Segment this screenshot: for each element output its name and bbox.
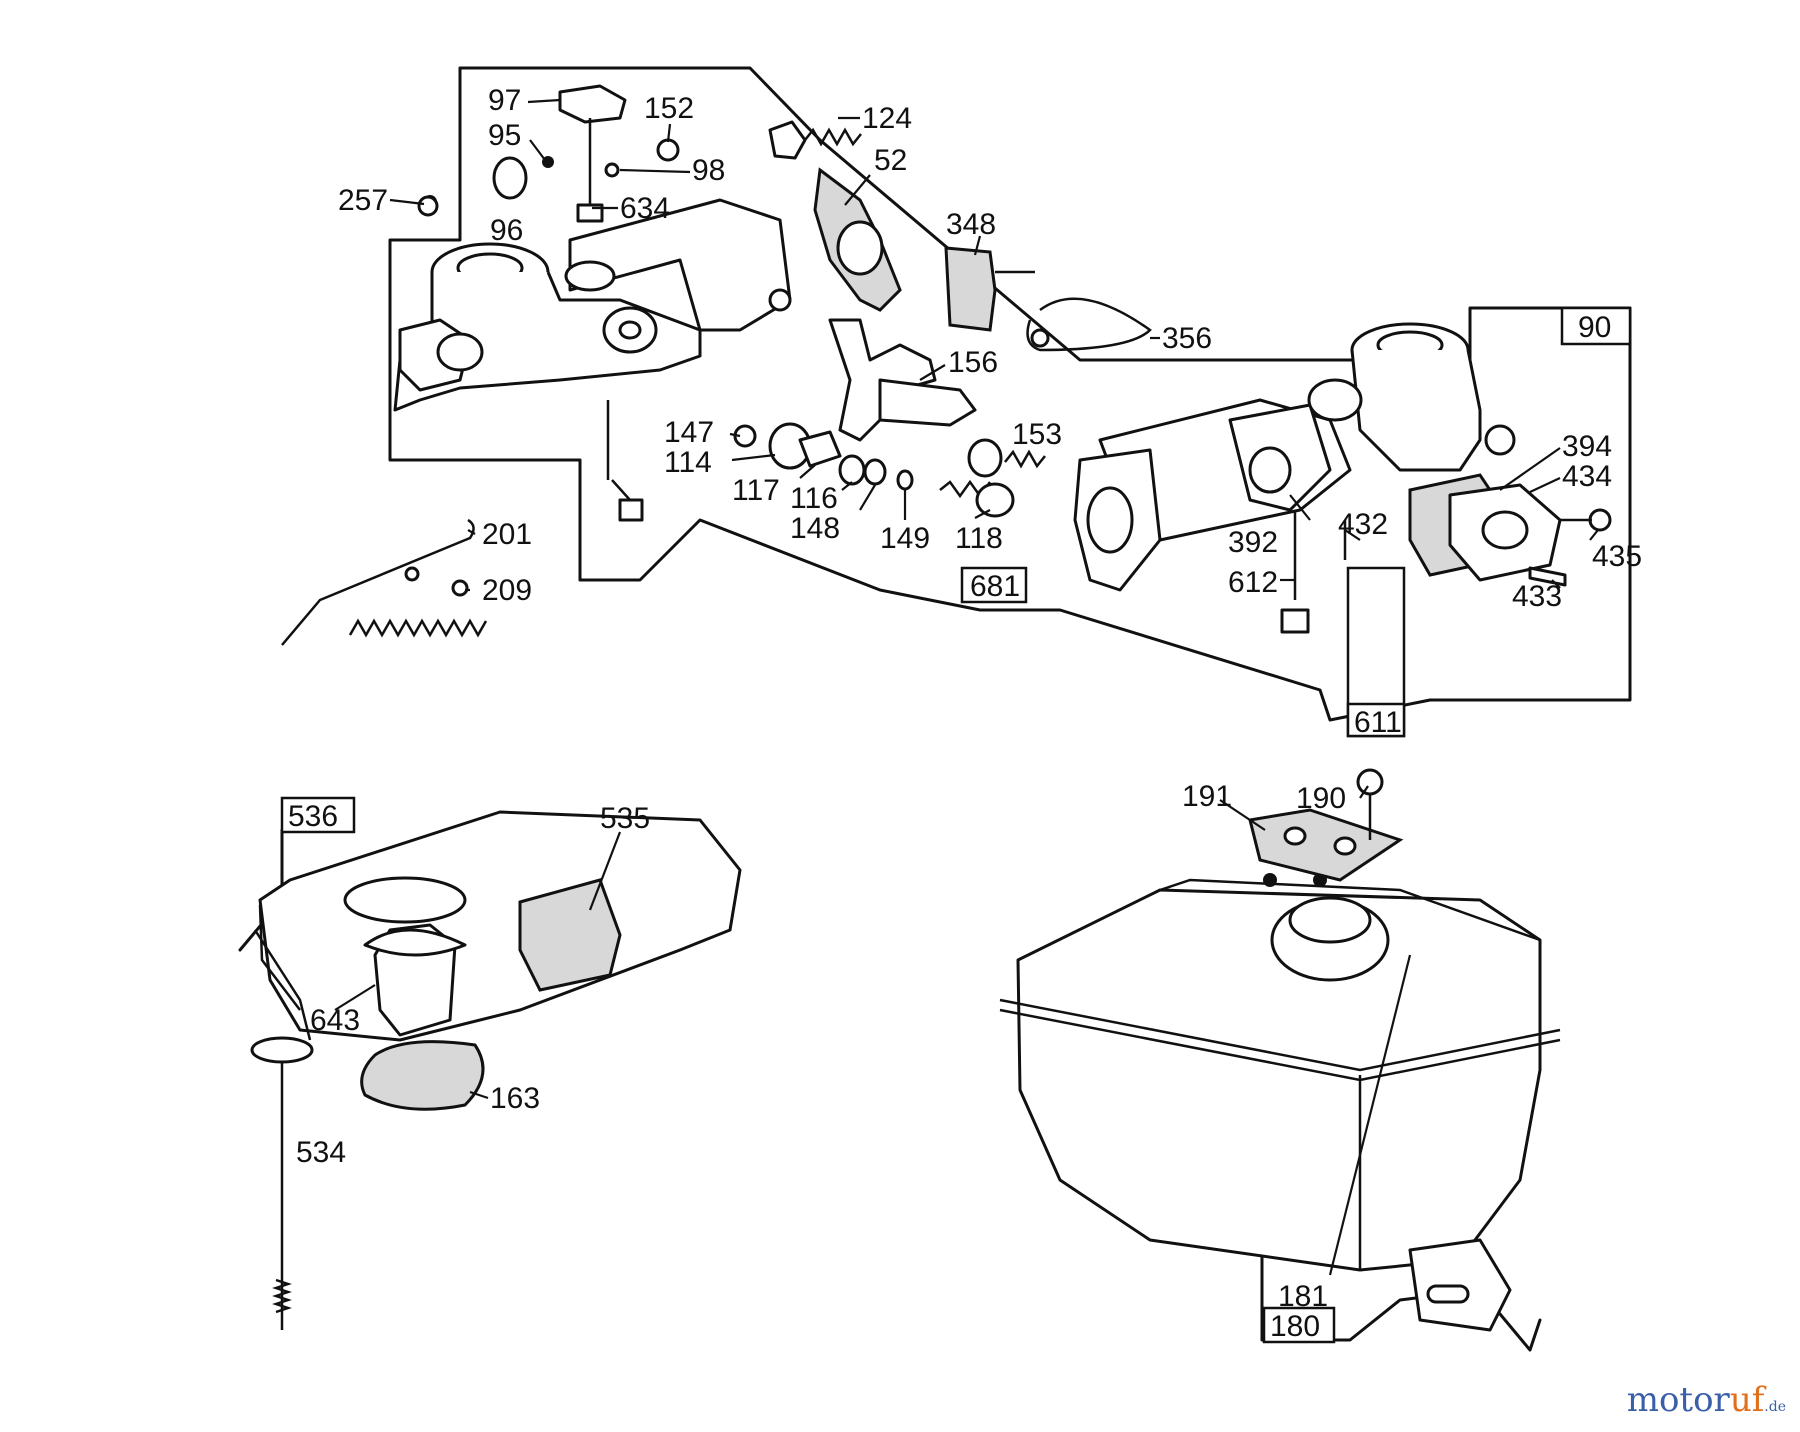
box-90: 90 — [1560, 306, 1632, 346]
label-147: 147 — [664, 416, 714, 449]
box-536: 536 — [280, 796, 356, 834]
label-209: 209 — [482, 574, 532, 607]
diaphragm-and-cover — [1408, 473, 1612, 587]
box-681: 681 — [960, 566, 1028, 604]
label-392: 392 — [1228, 526, 1278, 559]
label-118: 118 — [955, 522, 1003, 555]
box-611: 611 — [1346, 566, 1406, 739]
label-432: 432 — [1338, 508, 1388, 541]
label-191: 191 — [1182, 780, 1232, 813]
label-435: 435 — [1592, 540, 1642, 573]
label-117: 117 — [732, 474, 780, 507]
label-98: 98 — [692, 154, 725, 187]
governor-link — [1026, 297, 1152, 352]
label-97: 97 — [488, 84, 521, 117]
label-96: 96 — [490, 214, 523, 247]
label-152: 152 — [644, 92, 694, 125]
label-434: 434 — [1562, 460, 1612, 493]
label-149: 149 — [880, 522, 930, 555]
throttle-stop-screw — [768, 120, 862, 160]
svg-text:180: 180 — [1270, 1310, 1320, 1343]
label-535: 535 — [600, 802, 650, 835]
label-156: 156 — [948, 346, 998, 379]
svg-text:611: 611 — [1354, 706, 1402, 739]
boxed-labels: 90 681 611 536 180 — [280, 306, 1632, 1344]
label-394: 394 — [1562, 430, 1612, 463]
carburetor-body-right — [1073, 322, 1516, 634]
fuel-tank — [999, 768, 1561, 1332]
label-190: 190 — [1296, 782, 1346, 815]
label-534: 534 — [296, 1136, 346, 1169]
label-257: 257 — [338, 184, 388, 217]
label-163: 163 — [490, 1082, 540, 1115]
needle-valve-part — [967, 438, 1046, 478]
svg-text:90: 90 — [1578, 311, 1611, 344]
label-634: 634 — [620, 192, 670, 225]
governor-link-and-spring — [281, 518, 488, 646]
carburetor-body-left — [393, 198, 792, 522]
label-153: 153 — [1012, 418, 1062, 451]
choke-plate-part — [944, 246, 1035, 332]
label-148: 148 — [790, 512, 840, 545]
carburetor-gasket — [813, 167, 902, 312]
throttle-bracket — [828, 318, 977, 442]
watermark-logo: motoruf.de — [1626, 1380, 1786, 1420]
fuel-tank-group-outline — [1260, 1018, 1542, 1352]
label-52: 52 — [874, 144, 907, 177]
label-643: 643 — [310, 1004, 360, 1037]
oil-tank — [250, 810, 742, 1330]
label-348: 348 — [946, 208, 996, 241]
label-612: 612 — [1228, 566, 1278, 599]
box-180: 180 — [1262, 1306, 1336, 1344]
label-356: 356 — [1162, 322, 1212, 355]
svg-text:536: 536 — [288, 800, 338, 833]
carburetor-group-outline — [388, 66, 1632, 722]
svg-text:681: 681 — [970, 570, 1020, 603]
part-labels: 97 95 152 98 96 634 257 124 52 348 356 1… — [296, 84, 1642, 1313]
leader-lines — [334, 98, 1599, 1276]
label-116: 116 — [790, 482, 838, 515]
label-114: 114 — [664, 446, 712, 479]
repair-kit-parts — [733, 422, 1015, 518]
label-124: 124 — [862, 102, 912, 135]
label-95: 95 — [488, 119, 521, 152]
label-433: 433 — [1512, 580, 1562, 613]
label-201: 201 — [482, 518, 532, 551]
